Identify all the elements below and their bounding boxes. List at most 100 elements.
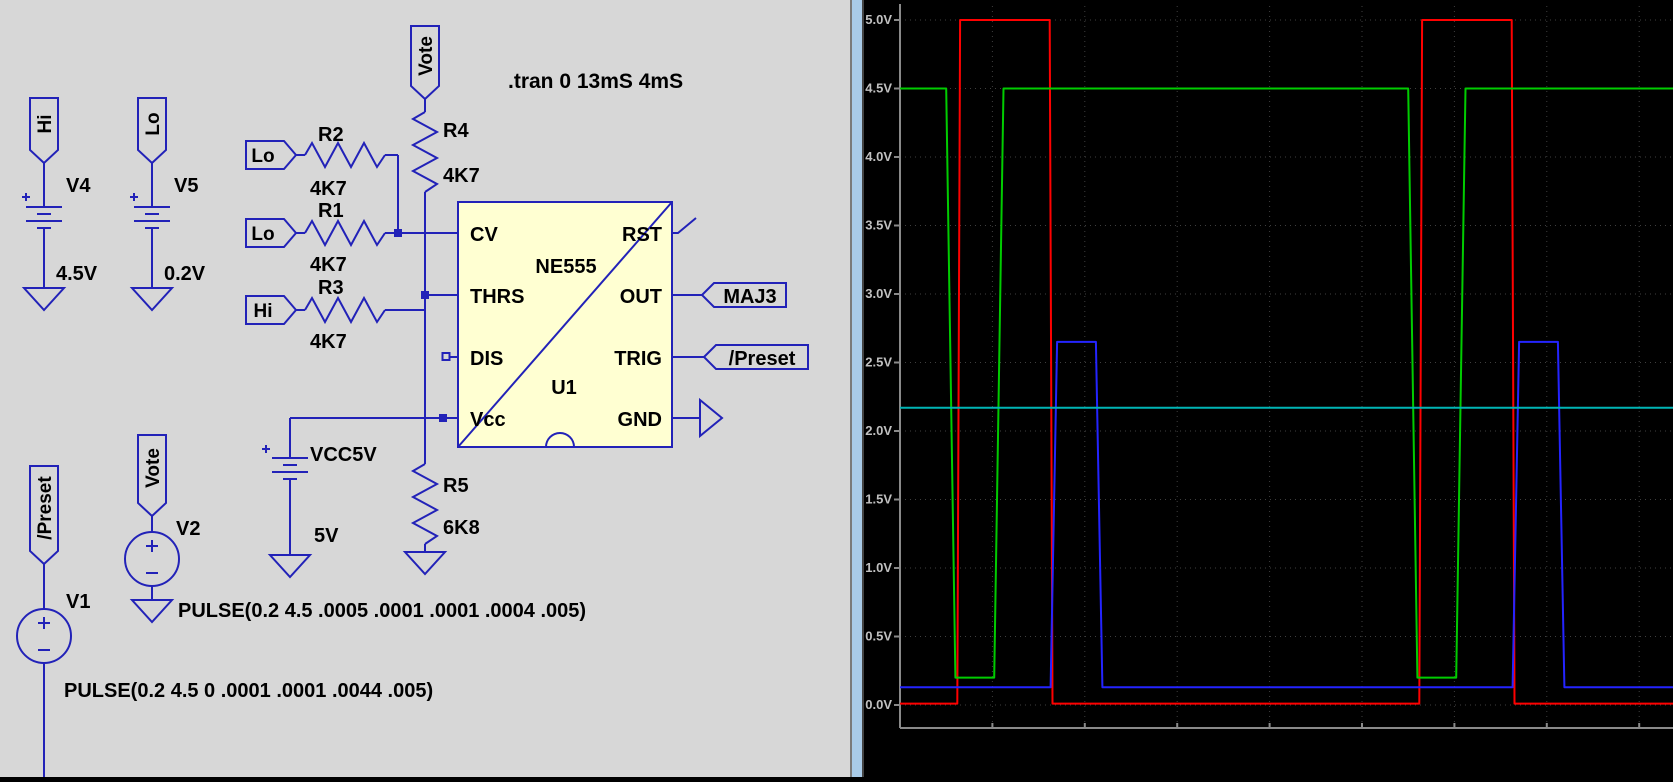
y-axis-label: 5.0V xyxy=(865,12,892,27)
port-label[interactable]: /Preset xyxy=(729,348,796,370)
net-flag-hi xyxy=(29,97,59,165)
net-flag-label[interactable]: Lo xyxy=(251,146,274,167)
ground-icon xyxy=(129,287,175,312)
junction-dot xyxy=(421,291,429,299)
ic-ne555[interactable]: CV THRS DIS Vcc RST OUT TRIG GND NE555 U… xyxy=(441,201,724,448)
component-value[interactable]: 4.5V xyxy=(56,263,98,285)
battery-icon xyxy=(26,206,62,229)
port-flag xyxy=(700,282,787,308)
net-flag-vote xyxy=(137,434,167,518)
resistor-icon xyxy=(410,463,440,545)
net-flag-lo xyxy=(245,140,298,170)
resistor-r2[interactable]: Lo R2 4K7 xyxy=(245,124,386,200)
port-flag xyxy=(702,344,809,370)
plus-icon xyxy=(262,445,270,453)
ground-icon xyxy=(267,554,313,579)
ic-notch xyxy=(545,432,575,448)
battery-icon xyxy=(272,457,308,480)
net-flag-label[interactable]: Lo xyxy=(251,224,274,245)
pulse-spec[interactable]: PULSE(0.2 4.5 0 .0001 .0001 .0044 .005) xyxy=(64,680,433,702)
component-name[interactable]: V1 xyxy=(66,591,90,613)
component-value[interactable]: 5V xyxy=(314,525,339,547)
wire xyxy=(290,99,704,464)
resistor-r4[interactable]: Vote R4 4K7 xyxy=(410,25,480,193)
component-value[interactable]: 0.2V xyxy=(164,263,206,285)
component-value[interactable]: 4K7 xyxy=(310,178,347,200)
junction-dot xyxy=(394,229,402,237)
y-axis-label: 2.0V xyxy=(865,423,892,438)
schematic-canvas[interactable]: .tran 0 13mS 4mS Hi V4 4.5V Lo V5 0.2V L… xyxy=(0,0,850,777)
pin-label-rst: RST xyxy=(622,224,662,246)
net-flag-label[interactable]: Lo xyxy=(143,112,164,135)
pin-label-dis: DIS xyxy=(470,348,503,370)
y-axis-label: 2.5V xyxy=(865,355,892,370)
port-label[interactable]: MAJ3 xyxy=(723,286,776,308)
y-axis-label: 3.5V xyxy=(865,218,892,233)
voltage-source-v2[interactable]: Vote V2 PULSE(0.2 4.5 .0005 .0001 .0001 … xyxy=(124,434,586,624)
resistor-r3[interactable]: Hi R3 4K7 xyxy=(245,277,386,353)
component-name[interactable]: R2 xyxy=(318,124,344,146)
net-flag-label[interactable]: Hi xyxy=(254,301,273,322)
net-flag-label[interactable]: Hi xyxy=(35,115,56,134)
component-value[interactable]: 4K7 xyxy=(443,165,480,187)
voltage-source-vcc5v[interactable]: VCC5V 5V xyxy=(262,418,377,579)
window-splitter[interactable] xyxy=(850,0,864,777)
voltage-source-v4[interactable]: Hi V4 4.5V xyxy=(21,97,98,312)
component-name[interactable]: VCC5V xyxy=(310,444,377,466)
net-flag-label[interactable]: Vote xyxy=(416,36,437,76)
component-name[interactable]: R4 xyxy=(443,120,469,142)
net-flag-label[interactable]: Vote xyxy=(143,448,164,488)
ground-icon xyxy=(21,287,67,312)
schematic-panel[interactable]: .tran 0 13mS 4mS Hi V4 4.5V Lo V5 0.2V L… xyxy=(0,0,850,777)
component-value[interactable]: 6K8 xyxy=(443,517,480,539)
net-flag-preset xyxy=(29,465,59,566)
component-value[interactable]: 4K7 xyxy=(310,254,347,276)
net-flag-hi xyxy=(245,295,298,325)
resistor-icon xyxy=(304,295,386,325)
y-axis-label: 4.0V xyxy=(865,149,892,164)
voltage-source-v5[interactable]: Lo V5 0.2V xyxy=(129,97,206,312)
component-name[interactable]: V2 xyxy=(176,518,200,540)
net-flag-label[interactable]: /Preset xyxy=(35,476,56,540)
voltage-source-v1[interactable]: /Preset V1 PULSE(0.2 4.5 0 .0001 .0001 .… xyxy=(16,465,433,777)
y-axis-label: 3.0V xyxy=(865,286,892,301)
pin-label-vcc: Vcc xyxy=(470,409,506,431)
component-value[interactable]: 4K7 xyxy=(310,331,347,353)
component-name[interactable]: R1 xyxy=(318,200,344,222)
resistor-icon xyxy=(410,111,440,193)
port-maj3[interactable]: MAJ3 xyxy=(700,282,787,308)
waveform-panel[interactable]: 5.0V 4.5V 4.0V 3.5V 3.0V 2.5V 2.0V 1.5V 1.0V 0.5V… xyxy=(864,0,1673,777)
y-axis-label: 1.5V xyxy=(865,492,892,507)
ground-icon xyxy=(129,599,175,624)
pin-label-out: OUT xyxy=(620,286,662,308)
component-name[interactable]: R5 xyxy=(443,475,469,497)
pin-label-thrs: THRS xyxy=(470,286,524,308)
component-name[interactable]: R3 xyxy=(318,277,344,299)
spice-directive[interactable]: .tran 0 13mS 4mS xyxy=(508,70,683,93)
unconnected-pin-marker xyxy=(441,352,451,361)
y-axis-label: 1.0V xyxy=(865,560,892,575)
component-name[interactable]: V5 xyxy=(174,175,198,197)
pin-label-trig: TRIG xyxy=(614,348,662,370)
ic-type[interactable]: NE555 xyxy=(535,256,596,278)
net-flag-lo xyxy=(137,97,167,165)
component-name[interactable]: V4 xyxy=(66,175,91,197)
pulse-spec[interactable]: PULSE(0.2 4.5 .0005 .0001 .0001 .0004 .0… xyxy=(178,600,586,622)
pin-label-gnd: GND xyxy=(618,409,662,431)
trace-green xyxy=(900,87,1673,679)
plus-icon xyxy=(22,193,30,201)
ic-ref[interactable]: U1 xyxy=(551,377,577,399)
waveform-plot[interactable]: 5.0V 4.5V 4.0V 3.5V 3.0V 2.5V 2.0V 1.5V 1.0V 0.5V… xyxy=(864,0,1673,777)
plus-icon xyxy=(130,193,138,201)
resistor-icon xyxy=(304,218,386,248)
ic-diagonal xyxy=(457,201,673,448)
plus-icon xyxy=(146,540,158,552)
port-preset[interactable]: /Preset xyxy=(702,344,809,370)
rst-stub xyxy=(672,217,697,234)
wire-junctions xyxy=(394,229,447,422)
y-axis-label: 4.5V xyxy=(865,81,892,96)
y-axis-label: 0.5V xyxy=(865,629,892,644)
resistor-r1[interactable]: Lo R1 4K7 xyxy=(245,200,386,276)
resistor-r5[interactable]: R5 6K8 xyxy=(402,463,480,576)
ground-right-icon xyxy=(699,397,724,439)
